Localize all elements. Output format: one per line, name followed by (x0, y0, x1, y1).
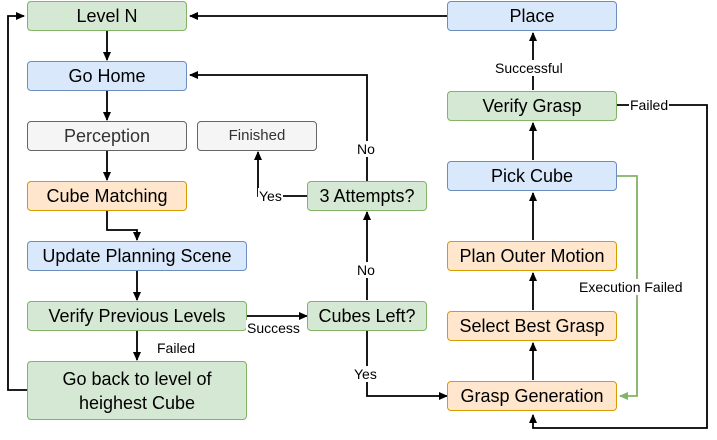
node-verify-previous-levels[interactable]: Verify Previous Levels (27, 301, 247, 331)
node-finished[interactable]: Finished (197, 121, 317, 151)
edge-matching-to-update (106, 211, 141, 241)
node-cube-matching[interactable]: Cube Matching (27, 181, 187, 211)
node-place[interactable]: Place (447, 1, 617, 31)
edge-goback-to-level (7, 12, 27, 391)
label-successful: Successful (494, 60, 564, 76)
node-level-n[interactable]: Level N (27, 1, 187, 31)
node-perception[interactable]: Perception (27, 121, 187, 151)
node-grasp-generation[interactable]: Grasp Generation (447, 381, 617, 411)
node-pick-cube[interactable]: Pick Cube (447, 161, 617, 191)
node-go-home[interactable]: Go Home (27, 61, 187, 91)
node-update-planning-scene[interactable]: Update Planning Scene (27, 241, 247, 271)
node-three-attempts[interactable]: 3 Attempts? (307, 181, 427, 211)
label-failed-grasp: Failed (629, 97, 670, 113)
label-execution-failed: Execution Failed (578, 279, 684, 295)
label-no-gohome: No (356, 141, 376, 157)
node-go-back[interactable]: Go back to level of heighest Cube (27, 361, 247, 420)
node-select-best-grasp[interactable]: Select Best Grasp (447, 311, 617, 341)
node-cubes-left[interactable]: Cubes Left? (307, 301, 427, 331)
label-yes-finished: Yes (258, 188, 283, 204)
label-success: Success (246, 320, 301, 336)
edge-verifygrasp-failed (529, 104, 708, 429)
node-verify-grasp[interactable]: Verify Grasp (447, 91, 617, 121)
node-plan-outer-motion[interactable]: Plan Outer Motion (447, 241, 617, 271)
label-failed-verify: Failed (156, 340, 197, 356)
label-no-attempts: No (356, 262, 376, 278)
edge-cubesleft-to-graspgen (366, 331, 448, 400)
label-yes-grasp: Yes (353, 366, 378, 382)
